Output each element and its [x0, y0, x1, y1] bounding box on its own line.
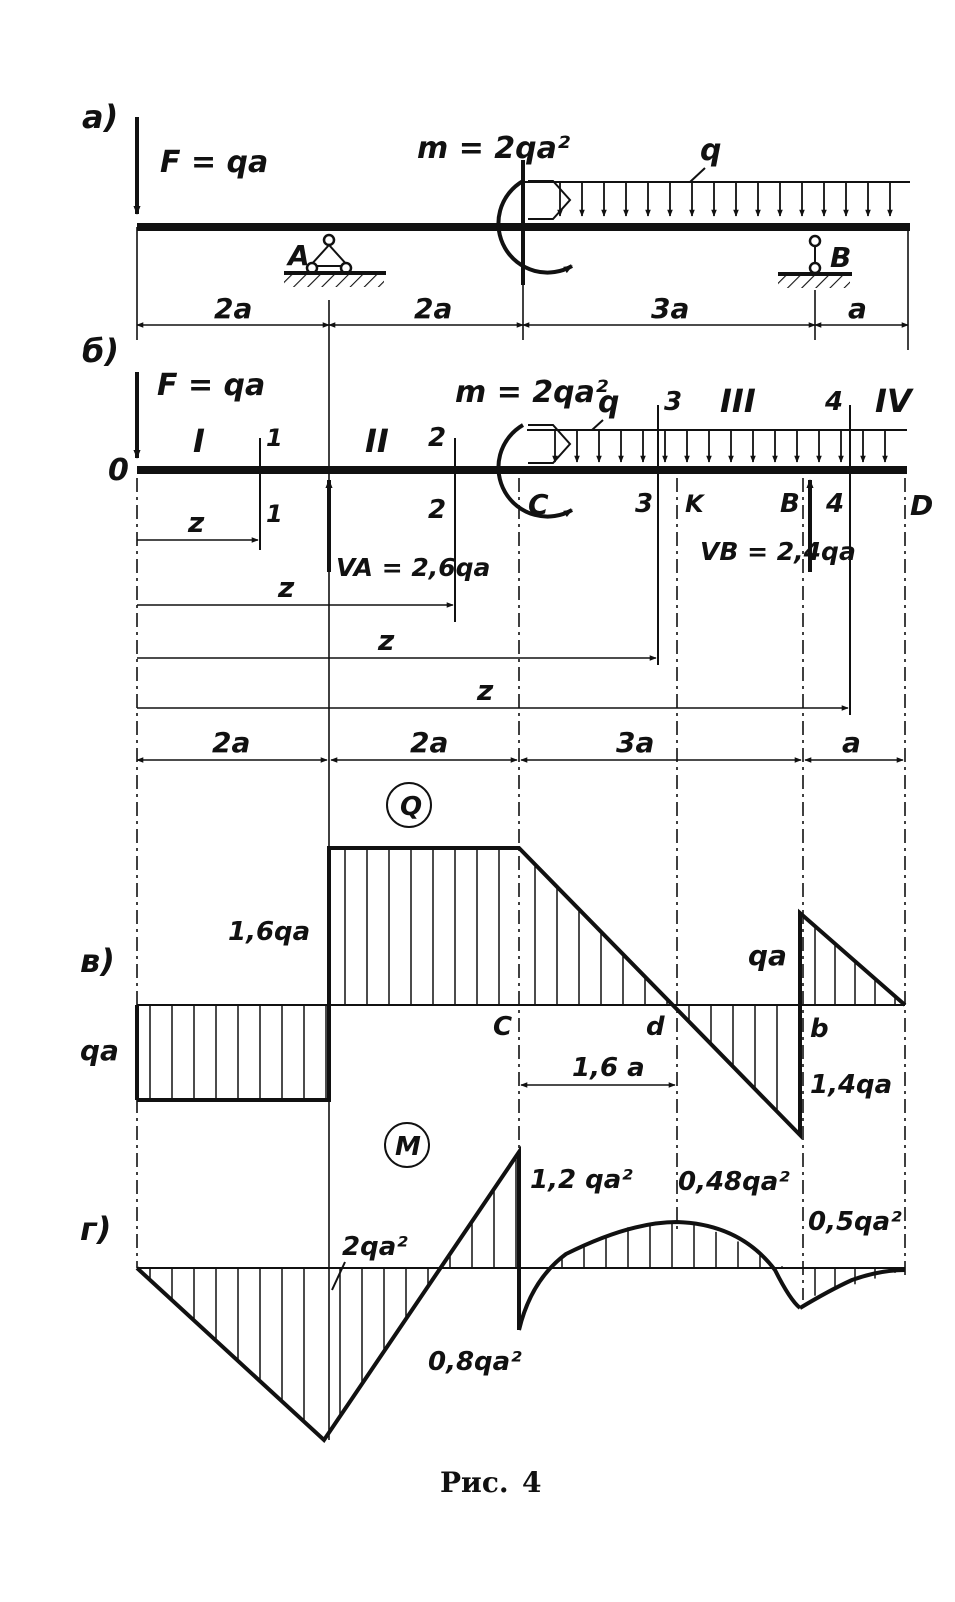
load-q-leader-a	[689, 167, 706, 183]
region-1: I	[193, 422, 205, 460]
q-label-14qa: 1,4qa	[810, 1070, 892, 1100]
caption-prefix: Рис.	[440, 1466, 509, 1499]
q-point-b: b	[810, 1014, 829, 1044]
section-4-bottom: 4	[825, 489, 844, 519]
reaction-b-label: VB = 2,4qa	[700, 537, 856, 566]
m-label-2qa2: 2qa²	[342, 1232, 408, 1262]
support-b-roller	[778, 234, 852, 288]
point-d-label: D	[910, 489, 933, 522]
section-1-top: 1	[266, 424, 283, 452]
moment-symbol-b	[496, 423, 573, 519]
force-f-label: F = qa	[160, 145, 268, 180]
section-3-top: 3	[664, 387, 682, 417]
dim-a-2: 2a	[414, 292, 452, 325]
distributed-load-a	[523, 181, 910, 217]
m-outline-right	[798, 1268, 906, 1310]
panel-a: а) F = qa q m = 2qa² A	[82, 98, 910, 350]
force-f-label-b: F = qa	[157, 368, 265, 403]
dim-a-3: 3a	[651, 292, 689, 325]
q-outline	[137, 846, 907, 1140]
region-4: IV	[875, 382, 914, 420]
region-3: III	[720, 382, 756, 420]
span-16a-label: 1,6 a	[572, 1053, 645, 1083]
m-outline-parabola	[517, 1219, 802, 1331]
support-a-pinned	[284, 233, 386, 287]
dim-b-4: a	[842, 726, 861, 759]
section-4-top: 4	[824, 387, 843, 417]
m-label-2qa2-leader	[331, 1261, 346, 1291]
origin-label: 0	[108, 453, 129, 488]
dim-b-2: 2a	[410, 726, 448, 759]
q-label-qa-right: qa	[748, 939, 787, 972]
moment-label-b: m = 2qa²	[455, 375, 608, 410]
dim-b-1: 2a	[212, 726, 250, 759]
panel-b-tag: б)	[82, 332, 119, 370]
z-label-4: z	[476, 674, 494, 707]
region-2: II	[365, 422, 389, 460]
z-label-1: z	[187, 506, 205, 539]
m-symbol: M	[395, 1132, 421, 1162]
section-2-bottom: 2	[428, 495, 446, 525]
m-symbol-circle	[384, 1122, 430, 1168]
q-symbol: Q	[400, 792, 422, 822]
panel-v-tag: в)	[80, 942, 115, 980]
panel-a-tag: а)	[82, 98, 118, 136]
point-k-label: K	[685, 490, 706, 518]
q-symbol-circle	[386, 782, 432, 828]
section-2-top: 2	[428, 423, 446, 453]
point-c-label: C	[528, 488, 549, 521]
z-coordinate-lines	[137, 537, 849, 711]
support-b-label: B	[830, 241, 851, 274]
dim-b-3: 3a	[616, 726, 654, 759]
dim-a-1: 2a	[214, 292, 252, 325]
m-label-08qa2: 0,8qa²	[428, 1347, 522, 1377]
caption-number: 4	[522, 1466, 541, 1499]
dim-a-4: a	[848, 292, 867, 325]
q-point-d: d	[646, 1012, 665, 1042]
section-1-bottom: 1	[266, 500, 283, 528]
section-3-bottom: 3	[635, 489, 653, 519]
load-q-label-a: q	[700, 133, 721, 168]
load-q-leader-b	[591, 419, 604, 431]
distributed-load-b	[527, 429, 907, 463]
section-cuts	[259, 405, 851, 715]
panel-g-tag: г)	[80, 1210, 111, 1248]
q-point-c: C	[493, 1012, 512, 1042]
m-hatching	[149, 1156, 896, 1422]
m-label-12qa2: 1,2 qa²	[530, 1165, 633, 1195]
dimension-line-a	[136, 227, 909, 350]
q-label-qa-left: qa	[80, 1034, 119, 1067]
panel-g-moment-diagram: г) M 2qa² 1,2 qa² 0,8qa² 0,48qa² 0,5qa²	[80, 1122, 906, 1444]
moment-symbol-a	[496, 160, 573, 285]
point-b-label: B	[780, 489, 800, 519]
figure-caption: Рис. 4	[440, 1466, 541, 1499]
load-q-label-b: q	[598, 385, 619, 420]
q-label-16qa: 1,6qa	[228, 917, 310, 947]
m-label-048qa2: 0,48qa²	[678, 1167, 790, 1197]
m-outline-left	[135, 1145, 521, 1444]
q-hatching	[149, 848, 896, 1134]
moment-label-a: m = 2qa²	[417, 131, 570, 166]
z-label-2: z	[277, 571, 295, 604]
reaction-a-label: VA = 2,6qa	[336, 553, 490, 582]
z-label-3: z	[377, 624, 395, 657]
panel-b: б) F = qa 0 q m = 2qa² 1 1 2 2 3 3 4 4	[82, 332, 933, 763]
support-a-label: A	[286, 239, 310, 272]
panel-v-shear-diagram: в) Q 1,6qa qa qa 1,4qa C d b 1,6 a	[80, 782, 907, 1140]
m-label-05qa2: 0,5qa²	[808, 1207, 902, 1237]
